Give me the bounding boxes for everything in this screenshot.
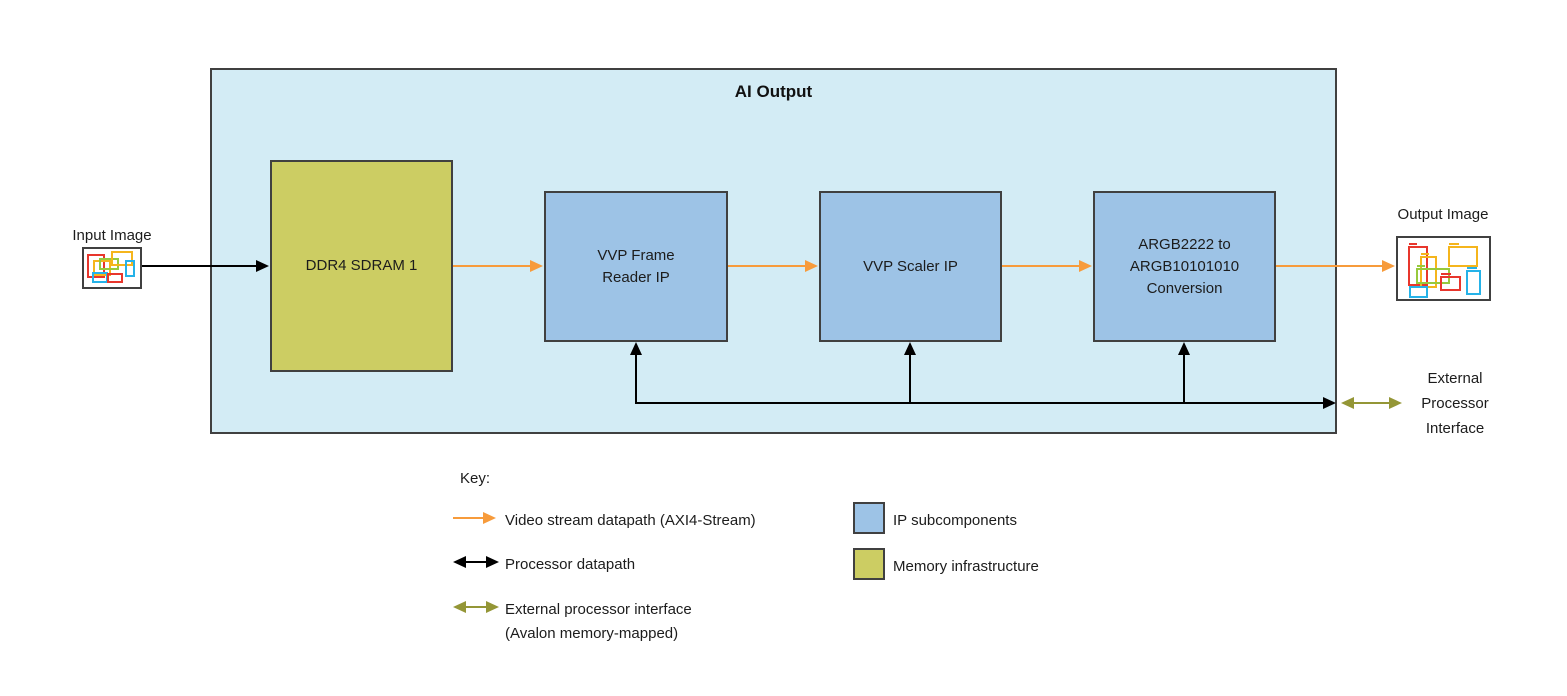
bus-branch-line bbox=[635, 353, 637, 403]
arrow-head bbox=[256, 260, 269, 272]
legend-arrow-head bbox=[453, 601, 466, 613]
arrow-line bbox=[728, 265, 806, 267]
legend-arrow-head bbox=[486, 601, 499, 613]
diagram-title: AI Output bbox=[734, 82, 813, 101]
legend-arrow-line bbox=[465, 561, 487, 563]
block-vvp-scaler: VVP Scaler IP bbox=[819, 191, 1002, 342]
legend-arrow-line bbox=[453, 517, 484, 519]
bus-branch-head bbox=[1178, 342, 1190, 355]
arrow-line bbox=[453, 265, 531, 267]
block-label: VVP Frame Reader IP bbox=[597, 246, 675, 286]
key-item-label: Processor datapath bbox=[505, 556, 636, 573]
arrow-line bbox=[1276, 265, 1383, 267]
external-processor-interface-label: External Processor Interface bbox=[1403, 366, 1507, 441]
block-label: VVP Scaler IP bbox=[863, 257, 958, 275]
arrow-head bbox=[1382, 260, 1395, 272]
key-item-label-line: (Avalon memory-mapped) bbox=[505, 625, 679, 642]
block-ddr4-sdram: DDR4 SDRAM 1 bbox=[270, 160, 453, 372]
output-image-thumbnail bbox=[1408, 243, 1481, 298]
key-item-label: Video stream datapath (AXI4-Stream) bbox=[505, 512, 756, 529]
ip-subcomponents-swatch bbox=[853, 502, 885, 534]
block-label: DDR4 SDRAM 1 bbox=[305, 257, 418, 274]
key-item-label: External processor interface (Avalon mem… bbox=[505, 598, 692, 646]
block-label: ARGB2222 to ARGB10101010 Conversion bbox=[1129, 235, 1240, 297]
block-vvp-frame-reader: VVP Frame Reader IP bbox=[544, 191, 728, 342]
key-item-label: IP subcomponents bbox=[893, 512, 1017, 529]
block-argb-conversion: ARGB2222 to ARGB10101010 Conversion bbox=[1093, 191, 1276, 342]
bus-branch-line bbox=[909, 353, 911, 403]
input-image-thumbnail bbox=[87, 251, 135, 283]
output-image-label: Output Image bbox=[1397, 206, 1489, 223]
ext-label-line: External bbox=[1427, 370, 1483, 387]
bus-branch-head bbox=[904, 342, 916, 355]
ext-label-line: Interface bbox=[1425, 420, 1485, 437]
bus-head-right bbox=[1323, 397, 1336, 409]
key-item-label: Memory infrastructure bbox=[893, 558, 1039, 575]
legend-arrow-head bbox=[483, 512, 496, 524]
arrow-line bbox=[1353, 402, 1390, 404]
bus-branch-head bbox=[630, 342, 642, 355]
arrow-head bbox=[530, 260, 543, 272]
memory-infrastructure-swatch bbox=[853, 548, 885, 580]
output-image-icon bbox=[1396, 236, 1491, 301]
bus-branch-line bbox=[1183, 353, 1185, 403]
bus-line bbox=[635, 402, 1324, 404]
arrow-head-left bbox=[1341, 397, 1354, 409]
legend-arrow-head bbox=[453, 556, 466, 568]
legend-arrow-line bbox=[465, 606, 487, 608]
arrow-line bbox=[142, 265, 258, 267]
arrow-line bbox=[1002, 265, 1080, 267]
input-image-icon bbox=[82, 247, 142, 289]
arrow-head bbox=[1079, 260, 1092, 272]
ext-label-line: Processor bbox=[1421, 395, 1489, 412]
input-image-label: Input Image bbox=[72, 227, 152, 244]
key-title: Key: bbox=[460, 470, 491, 487]
key-item-label-line: External processor interface bbox=[505, 601, 692, 618]
arrow-head bbox=[805, 260, 818, 272]
legend-arrow-head bbox=[486, 556, 499, 568]
arrow-head-right bbox=[1389, 397, 1402, 409]
